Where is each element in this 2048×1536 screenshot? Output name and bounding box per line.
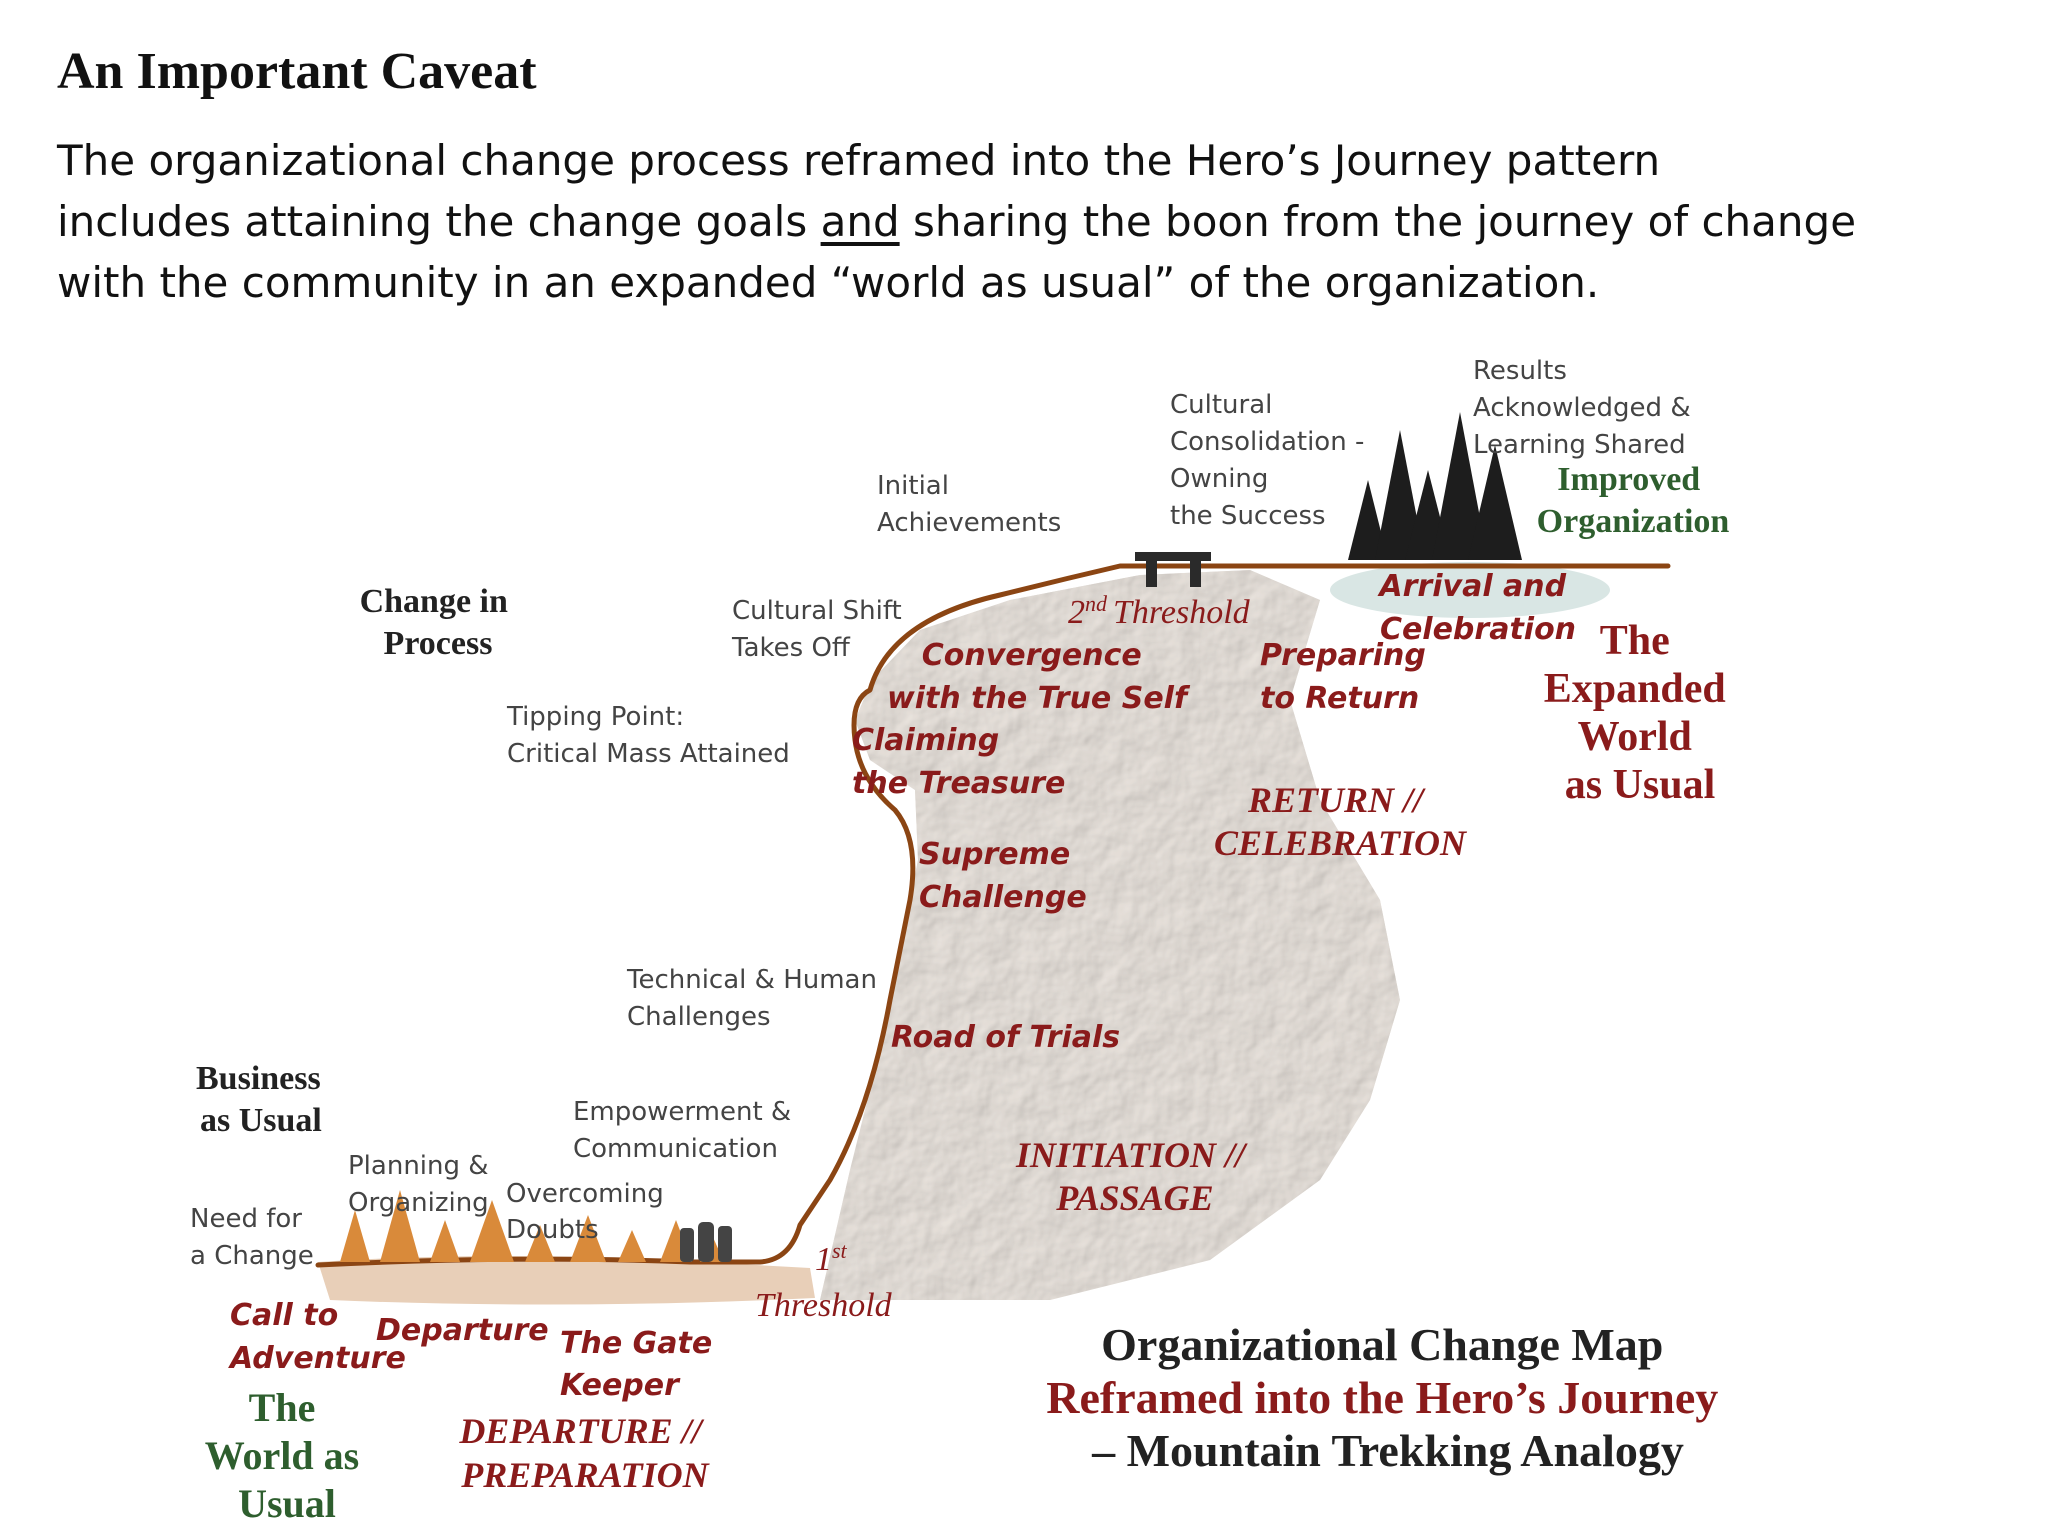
stage-road-of-trials: Road of Trials: [891, 1020, 1120, 1055]
zone-business-as-usual: Business as Usual: [196, 1060, 329, 1139]
stage-convergence: Convergence with the True Self: [887, 638, 1191, 716]
expanded-world-as-usual: The Expanded World as Usual: [1544, 618, 1737, 808]
stage-supreme-challenge: Supreme Challenge: [919, 837, 1087, 915]
ground-strip: [318, 1256, 815, 1305]
label-need-for-change: Need for a Change: [190, 1204, 314, 1271]
label-overcoming-doubts: Overcoming Doubts: [506, 1179, 672, 1245]
phase-return-celebration: RETURN // CELEBRATION: [1214, 780, 1468, 863]
stage-departure: Departure: [376, 1313, 549, 1348]
mountain-texture: [820, 570, 1400, 1300]
slide-title: An Important Caveat: [57, 43, 537, 100]
world-as-usual: The World as Usual: [205, 1385, 369, 1526]
gate-stones-icon: [680, 1222, 732, 1262]
stage-gate-keeper: The Gate Keeper: [560, 1326, 723, 1403]
body-fragment: sharing the boon from the journey of cha…: [899, 197, 1857, 246]
stage-arrival-celebration: Arrival and Celebration: [1377, 569, 1576, 647]
label-tipping-point: Tipping Point: Critical Mass Attained: [506, 702, 790, 769]
stage-claiming-treasure: Claiming the Treasure: [852, 723, 1065, 801]
label-planning-organizing: Planning & Organizing: [348, 1151, 497, 1218]
stage-first-threshold: 1st Threshold: [755, 1229, 893, 1324]
zone-improved-organization: Improved Organization: [1537, 461, 1730, 540]
label-cultural-consolidation: Cultural Consolidation - Owning the Succ…: [1170, 390, 1373, 531]
label-cultural-shift: Cultural Shift Takes Off: [731, 596, 910, 663]
body-line: with the community in an expanded “world…: [57, 258, 1600, 307]
zone-change-in-process: Change in Process: [360, 583, 517, 662]
dark-pine-trees: [1348, 412, 1522, 560]
map-title: Organizational Change Map Reframed into …: [1046, 1319, 1730, 1476]
label-empowerment-communication: Empowerment & Communication: [573, 1097, 799, 1164]
stage-call-to-adventure: Call to Adventure: [228, 1298, 406, 1376]
plateau-mist: [1330, 562, 1610, 618]
body-fragment: includes attaining the change goals: [57, 197, 821, 246]
label-initial-achievements: Initial Achievements: [877, 471, 1061, 538]
stage-preparing-to-return: Preparing to Return: [1260, 638, 1436, 716]
body-line: includes attaining the change goals and …: [57, 191, 1957, 252]
label-results-acknowledged: Results Acknowledged & Learning Shared: [1473, 356, 1699, 460]
body-paragraph: The organizational change process refram…: [57, 130, 1957, 313]
underlined-word: and: [820, 197, 900, 246]
label-technical-human-challenges: Technical & Human Challenges: [626, 965, 885, 1032]
phase-departure-preparation: DEPARTURE // PREPARATION: [458, 1411, 710, 1495]
body-line: The organizational change process refram…: [57, 136, 1661, 185]
phase-initiation-passage: INITIATION // PASSAGE: [1015, 1135, 1254, 1218]
dolmen-icon: [1135, 552, 1211, 587]
